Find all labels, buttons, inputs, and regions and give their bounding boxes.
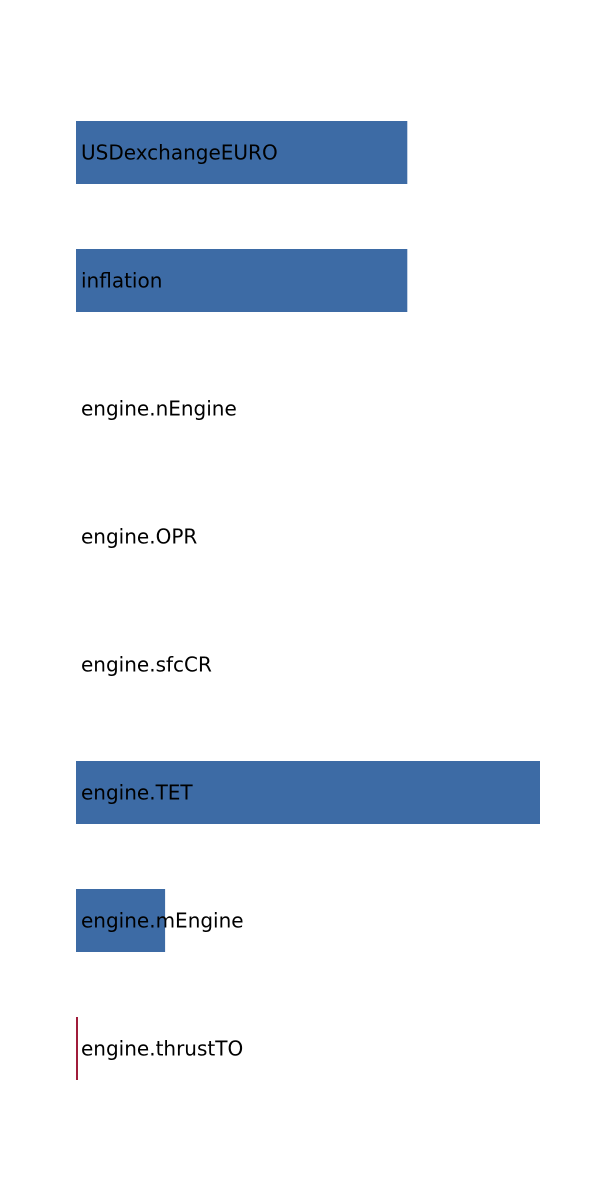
category-label: inflation (81, 269, 162, 293)
category-label: USDexchangeEURO (81, 141, 278, 165)
bar-USDexchangeEURO (76, 121, 408, 184)
bars-group (76, 121, 540, 1080)
bar-inflation (76, 249, 408, 312)
category-label: engine.OPR (81, 525, 197, 549)
bar-engine-mEngine (76, 889, 166, 952)
category-label: engine.mEngine (81, 909, 244, 933)
bar-engine-TET (76, 761, 540, 824)
labels-group: USDexchangeEURO inflation engine.nEngine en… (81, 141, 278, 1061)
category-label: engine.TET (81, 781, 193, 805)
category-label: engine.sfcCR (81, 653, 212, 677)
bar-engine-thrustTO (76, 1017, 78, 1080)
category-label: engine.thrustTO (81, 1037, 243, 1061)
category-label: engine.nEngine (81, 397, 237, 421)
